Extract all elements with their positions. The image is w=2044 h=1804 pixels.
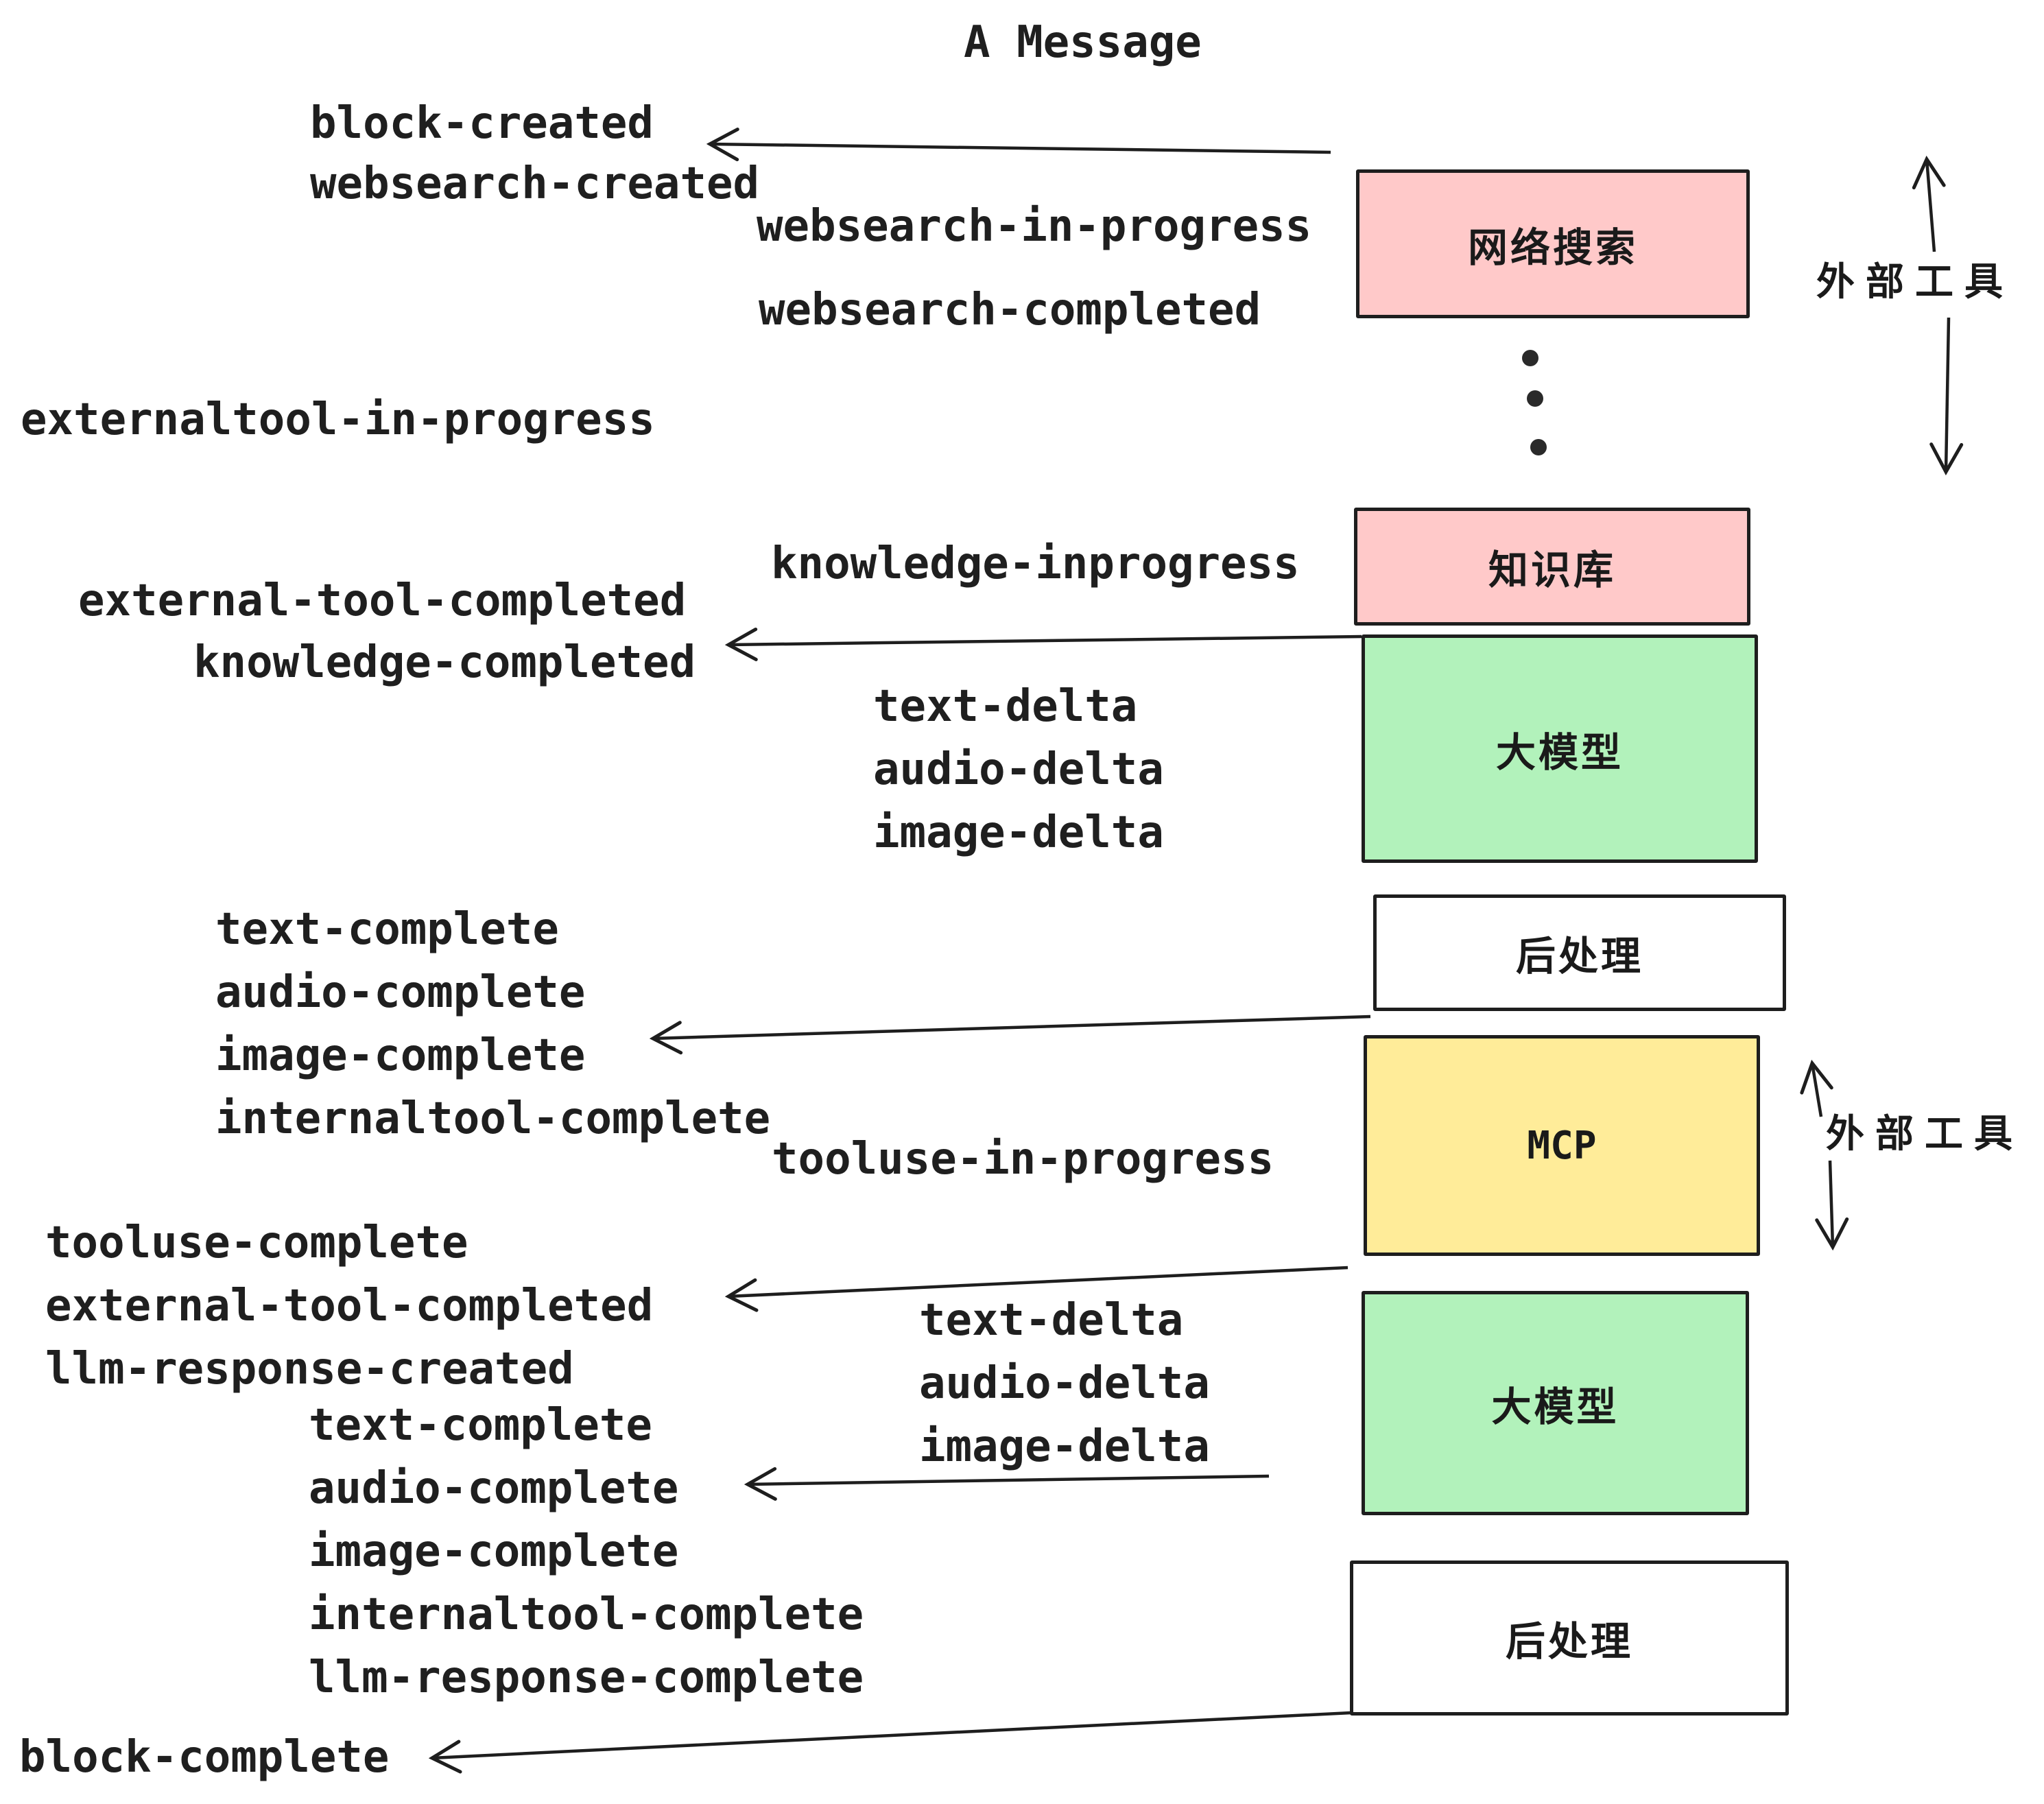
event-audio-delta-2: audio-delta <box>919 1358 1210 1409</box>
event-knowledge-completed: knowledge-completed <box>193 637 696 688</box>
event-websearch-completed: websearch-completed <box>759 285 1261 335</box>
diagram-title: A Message <box>964 17 1202 68</box>
box-knowledge: 知识库 <box>1354 508 1750 626</box>
side-label-external-tools-2: 外部工具 <box>1826 1112 2023 1155</box>
event-internaltool-complete-1: internaltool-complete <box>215 1093 771 1144</box>
box-postprocess-1: 后处理 <box>1373 894 1786 1011</box>
box-postprocess-2-label: 后处理 <box>1505 1619 1633 1664</box>
event-external-tool-completed-1: external-tool-completed <box>78 575 687 626</box>
arrow-external-tools-down-2 <box>1830 1160 1833 1247</box>
arrow-postprocess2-to-block-complete <box>432 1711 1352 1758</box>
event-websearch-in-progress: websearch-in-progress <box>757 201 1312 252</box>
event-group-tooluse: tooluse-complete external-tool-completed… <box>45 1211 653 1401</box>
event-knowledge-inprogress: knowledge-inprogress <box>771 538 1300 589</box>
event-tooluse-complete: tooluse-complete <box>45 1218 468 1268</box>
event-text-complete-1: text-complete <box>215 904 559 955</box>
event-text-complete-2: text-complete <box>309 1400 652 1451</box>
event-llm-response-complete: llm-response-complete <box>309 1652 864 1703</box>
arrow-external-tools-up-2 <box>1812 1063 1821 1117</box>
box-mcp: MCP <box>1364 1035 1760 1256</box>
ellipsis-dot-2 <box>1527 390 1543 407</box>
event-audio-delta-1: audio-delta <box>873 744 1164 795</box>
box-llm-1: 大模型 <box>1362 634 1758 863</box>
box-websearch-label: 网络搜索 <box>1467 225 1638 270</box>
arrow-external-tools-up-1 <box>1927 159 1934 252</box>
event-audio-complete-1: audio-complete <box>215 967 586 1018</box>
event-group-complete-1: text-complete audio-complete image-compl… <box>215 898 770 1150</box>
event-group-deltas-1: text-delta audio-delta image-delta <box>873 675 1164 864</box>
ellipsis-dot-3 <box>1530 439 1547 455</box>
event-text-delta-1: text-delta <box>873 681 1138 732</box>
box-llm-2: 大模型 <box>1362 1291 1749 1515</box>
event-external-tool-completed-2: external-tool-completed <box>45 1281 654 1331</box>
event-block-created: block-created <box>310 98 654 149</box>
event-group-deltas-2: text-delta audio-delta image-delta <box>919 1289 1210 1478</box>
ellipsis-dot-1 <box>1522 350 1538 366</box>
box-llm-1-label: 大模型 <box>1495 730 1624 775</box>
event-audio-complete-2: audio-complete <box>309 1463 679 1514</box>
event-tooluse-in-progress: tooluse-in-progress <box>772 1134 1274 1185</box>
arrow-llm1-to-knowledge-completed <box>728 637 1362 645</box>
box-knowledge-label: 知识库 <box>1488 548 1616 593</box>
box-websearch: 网络搜索 <box>1356 169 1750 318</box>
event-image-complete-2: image-complete <box>309 1526 679 1577</box>
box-llm-2-label: 大模型 <box>1491 1384 1619 1429</box>
side-label-external-tools-1: 外部工具 <box>1816 260 2014 303</box>
event-internaltool-complete-2: internaltool-complete <box>309 1589 864 1640</box>
event-image-delta-2: image-delta <box>919 1421 1210 1472</box>
event-externaltool-in-progress: externaltool-in-progress <box>21 394 655 445</box>
event-image-complete-1: image-complete <box>215 1030 586 1081</box>
box-mcp-label: MCP <box>1527 1123 1597 1168</box>
box-postprocess-2: 后处理 <box>1350 1560 1789 1716</box>
event-text-delta-2: text-delta <box>919 1295 1184 1346</box>
event-group-complete-2: text-complete audio-complete image-compl… <box>309 1394 864 1709</box>
box-postprocess-1-label: 后处理 <box>1515 934 1643 979</box>
event-image-delta-1: image-delta <box>873 807 1164 858</box>
arrow-external-tools-down-1 <box>1946 317 1949 472</box>
event-block-complete: block-complete <box>19 1732 390 1783</box>
arrow-websearch-to-block-created <box>710 144 1331 152</box>
event-llm-response-created: llm-response-created <box>45 1344 574 1394</box>
event-websearch-created: websearch-created <box>310 158 760 209</box>
